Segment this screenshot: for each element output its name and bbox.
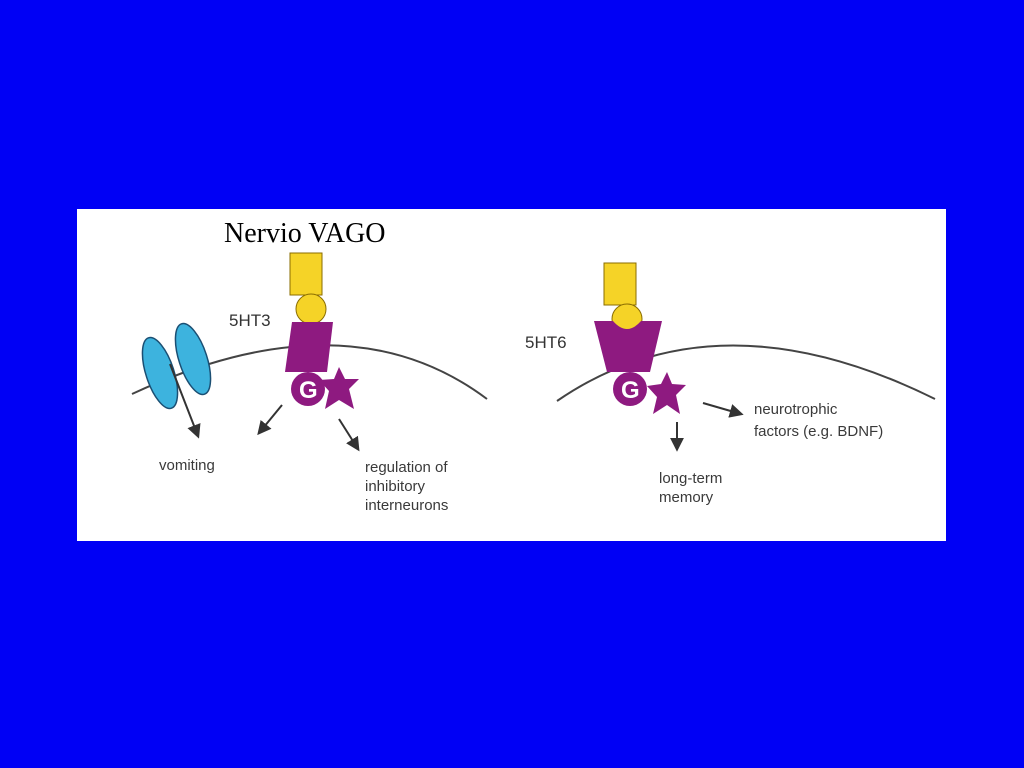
diagram-title: Nervio VAGO xyxy=(224,218,386,249)
ion-channel-right-icon xyxy=(174,322,212,396)
arrow-to-regulation xyxy=(338,418,360,452)
receptor-label-5ht3: 5HT3 xyxy=(229,311,271,330)
outcome-neurotrophic-line-2: factors (e.g. BDNF) xyxy=(754,423,883,440)
g-protein-left-label: G xyxy=(299,377,318,404)
outcome-memory-line-2: memory xyxy=(659,489,714,506)
outcome-memory-line-1: long-term xyxy=(659,470,722,487)
outcome-regulation-line-3: interneurons xyxy=(365,497,448,514)
receptor-5ht6-icon xyxy=(594,321,662,372)
arrow-to-neurotrophic xyxy=(702,402,744,418)
receptor-5ht3-icon xyxy=(285,322,333,372)
outcome-vomiting: vomiting xyxy=(159,457,215,474)
g-protein-right-label: G xyxy=(621,377,640,404)
effector-star-right-icon xyxy=(647,372,686,414)
figure-panel: Nervio VAGO G 5HT3 vomiting regulation o… xyxy=(77,209,946,541)
ligand-square-left-icon xyxy=(289,252,323,296)
arrow-left-branch xyxy=(257,404,283,436)
ligand-square-right-icon xyxy=(603,262,637,306)
outcome-regulation-line-1: regulation of xyxy=(365,459,448,476)
ligand-circle-left-icon xyxy=(295,293,327,325)
g-protein-left-icon xyxy=(291,372,325,406)
ion-channel-left-icon xyxy=(141,336,179,410)
arrow-to-vomiting xyxy=(169,363,201,439)
outcome-neurotrophic-line-1: neurotrophic xyxy=(754,401,838,418)
effector-star-left-icon xyxy=(319,367,359,409)
receptor-label-5ht6: 5HT6 xyxy=(525,333,567,352)
g-protein-right-icon xyxy=(613,372,647,406)
outcome-regulation-line-2: inhibitory xyxy=(365,478,426,495)
membrane-curve-right xyxy=(556,344,936,402)
receptor-diagram: Nervio VAGO G 5HT3 vomiting regulation o… xyxy=(131,218,936,514)
